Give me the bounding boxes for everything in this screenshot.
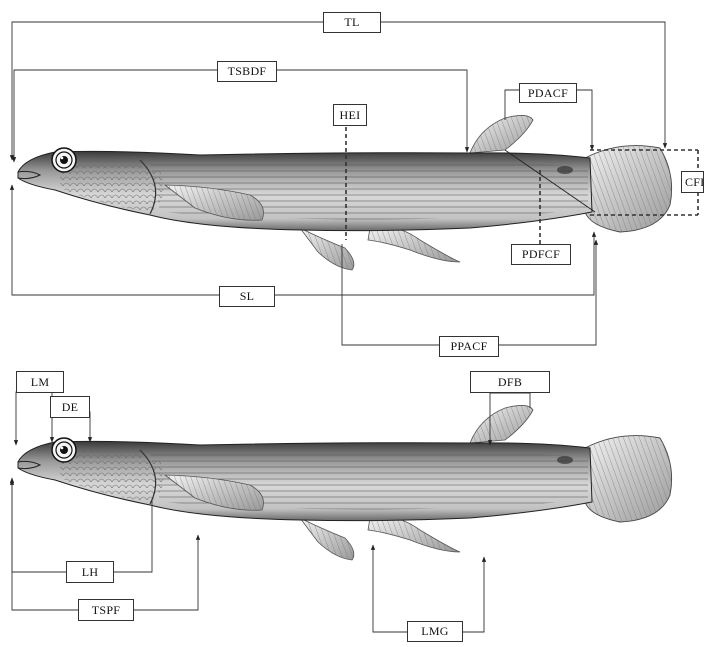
label-lh: LH [66,561,114,583]
label-ppacf: PPACF [439,336,499,357]
label-lmg: LMG [407,621,463,642]
label-tspf: TSPF [78,599,134,621]
label-dfb: DFB [470,371,550,393]
label-lm: LM [16,371,64,393]
label-tl: TL [323,12,381,33]
label-cfl: CFL [681,171,704,193]
label-de: DE [50,396,90,418]
label-sl: SL [219,286,275,307]
label-pdacf: PDACF [519,83,577,103]
bottom-fish-illustration [18,405,672,560]
label-hei: HEI [333,104,367,126]
top-fish-illustration [18,115,672,270]
label-pdfcf: PDFCF [511,244,571,265]
label-tsbdf: TSBDF [217,61,277,82]
